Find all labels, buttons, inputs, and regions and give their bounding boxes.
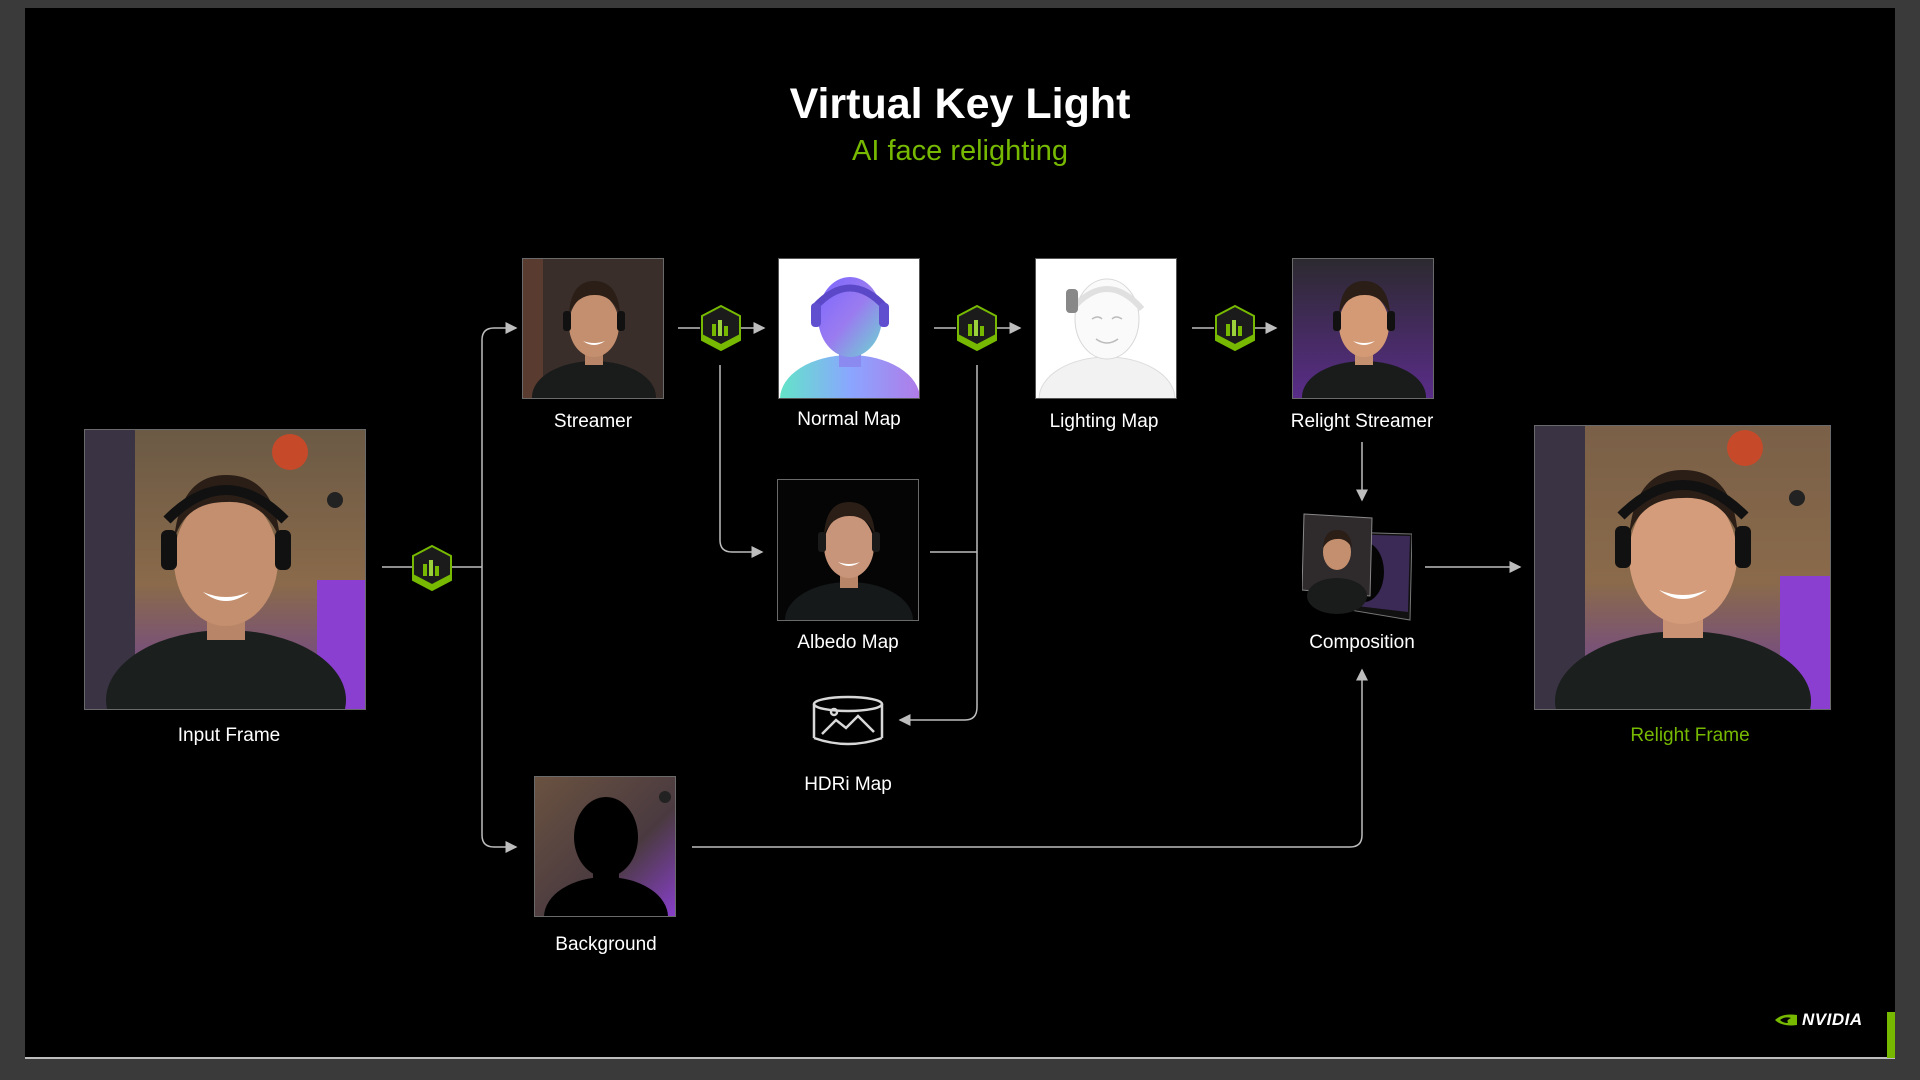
- streamer-label: Streamer: [553, 411, 633, 432]
- background-image: [534, 776, 676, 917]
- slide-bottom-border: [25, 1057, 1895, 1059]
- albedo-map-image: [777, 479, 919, 621]
- connector-to-streamer: [481, 322, 518, 567]
- nvidia-eye-icon: [1775, 1014, 1797, 1026]
- lighting-map-label: Lighting Map: [1049, 411, 1159, 432]
- relight-streamer-label: Relight Streamer: [1290, 411, 1434, 432]
- hdri-map-label: HDRi Map: [804, 774, 892, 795]
- ai-chip-icon: [701, 304, 741, 352]
- lighting-map-image: [1035, 258, 1177, 399]
- accent-bar: [1887, 1012, 1895, 1058]
- normal-map-label: Normal Map: [797, 409, 901, 430]
- ai-chip-icon: [957, 304, 997, 352]
- connector-background-composition: [692, 668, 1368, 848]
- connector-to-hdri: [898, 365, 978, 726]
- slide-title: Virtual Key Light: [789, 80, 1131, 128]
- input-frame-label: Input Frame: [177, 725, 281, 746]
- nvidia-logo: NVIDIA: [1774, 1010, 1863, 1030]
- background-label: Background: [555, 934, 657, 955]
- composition-label: Composition: [1309, 632, 1415, 653]
- slide-subtitle: AI face relighting: [851, 135, 1068, 167]
- relight-frame-label: Relight Frame: [1630, 725, 1750, 746]
- albedo-map-label: Albedo Map: [797, 632, 899, 653]
- relight-frame-image: [1534, 425, 1831, 710]
- normal-map-image: [778, 258, 920, 399]
- connector-to-background: [481, 567, 518, 853]
- input-frame-image: [84, 429, 366, 710]
- brand-text: NVIDIA: [1802, 1010, 1863, 1029]
- ai-chip-icon: [412, 544, 452, 592]
- relight-streamer-image: [1292, 258, 1434, 399]
- panorama-icon: [812, 695, 884, 746]
- composition-image: [1301, 512, 1413, 622]
- ai-chip-icon: [1215, 304, 1255, 352]
- connector-chip-albedo: [719, 365, 764, 558]
- streamer-image: [522, 258, 664, 399]
